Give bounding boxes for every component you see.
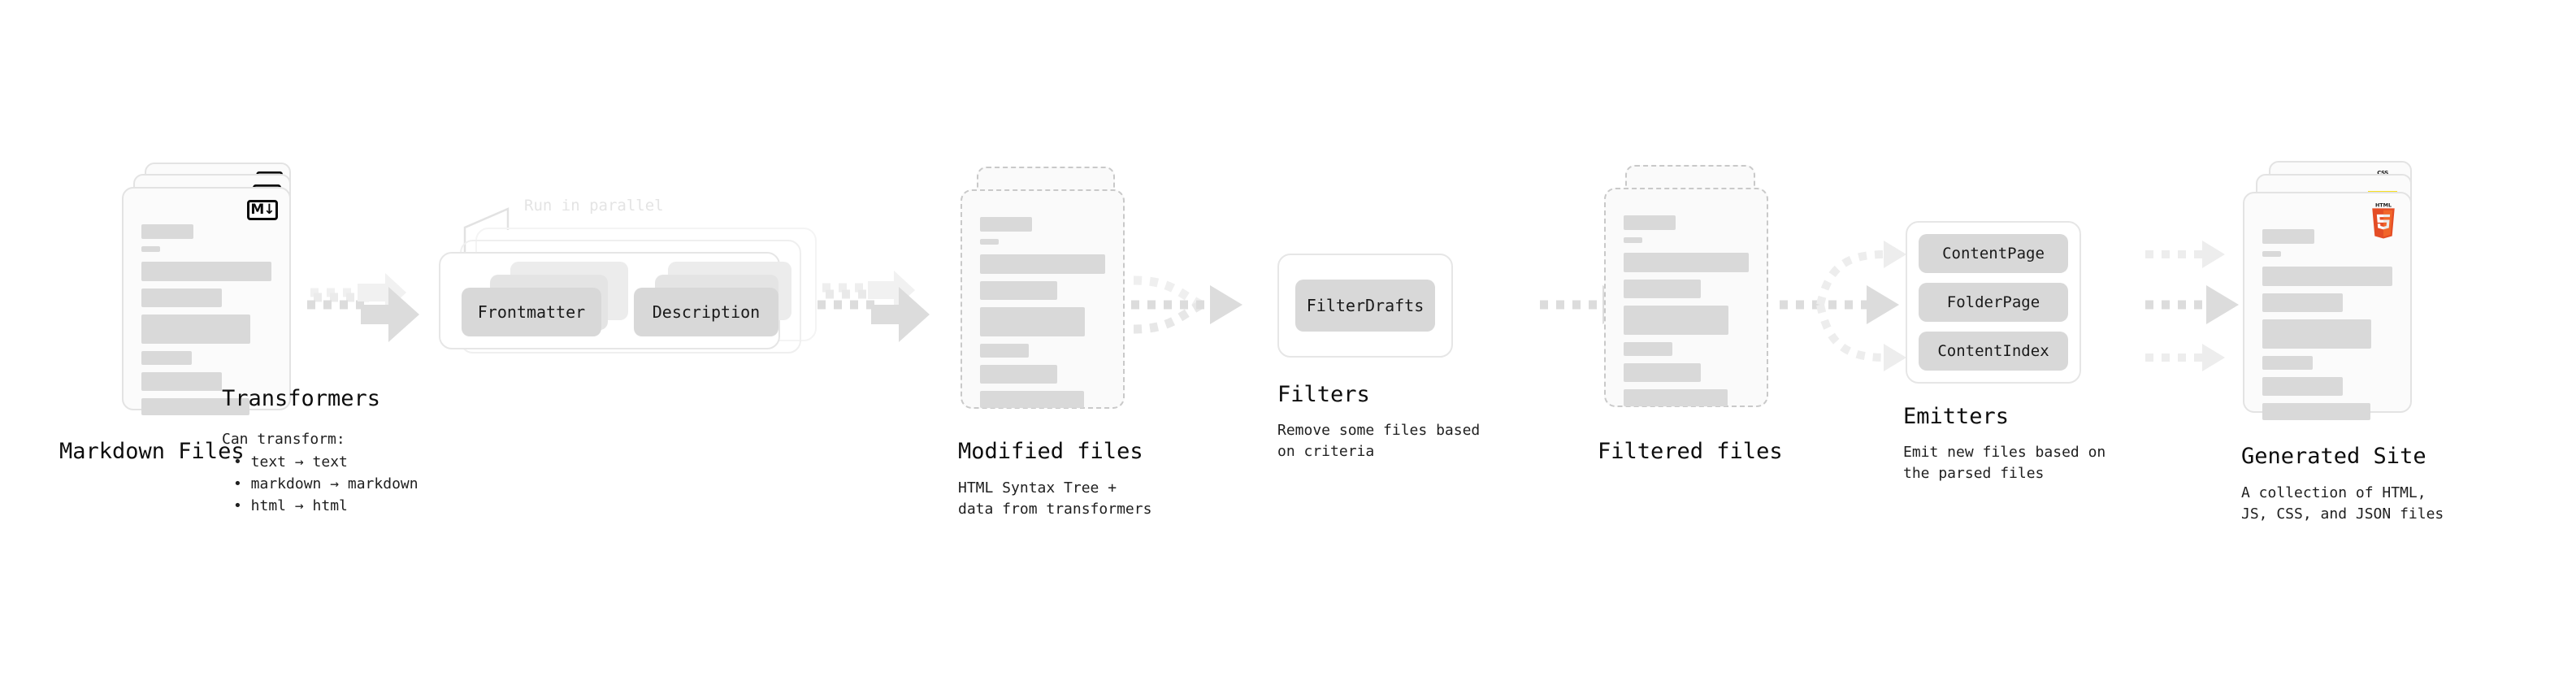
filters-subtitle: Remove some files based on criteria [1277,422,1481,461]
frontmatter-chip[interactable]: Frontmatter [462,288,601,336]
contentindex-chip[interactable]: ContentIndex [1919,332,2068,371]
content-bar [2262,403,2370,420]
generated-file-content [2262,229,2392,427]
content-bar [980,254,1105,274]
connector-modified-to-filters [1131,275,1242,334]
filtered-file-front [1604,188,1768,407]
content-bar [141,288,223,307]
content-bar [1624,389,1728,406]
content-bar [1624,342,1673,356]
stage-title-filters: Filters [1277,382,1370,407]
generated-site-stack: CSS HTML [2243,161,2430,421]
stage-title-modified-files: Modified files [958,439,1143,464]
content-bar [2262,293,2344,312]
content-bar [1624,280,1702,298]
content-bar [980,344,1030,358]
transformers-subtitle: Can transform: [222,431,345,448]
contentpage-chip[interactable]: ContentPage [1919,234,2068,273]
content-bar [141,262,271,281]
stage-title-emitters: Emitters [1903,404,2010,429]
content-bar [141,351,193,365]
content-bar [980,239,999,245]
filtered-file-content [1624,215,1749,414]
content-bar [980,391,1084,408]
filtered-file-stack [1604,165,1783,417]
transformers-bullet-1: • markdown → markdown [233,475,418,492]
markdown-badge: M↓ [247,200,278,220]
stage-title-transformers: Transformers [222,386,381,411]
content-bar [141,314,251,344]
stage-title-filtered-files: Filtered files [1598,439,1783,464]
stage-title-generated-site: Generated Site [2241,444,2426,469]
run-in-parallel-label: Run in parallel [524,197,664,215]
content-bar [2262,229,2314,244]
content-bar [2262,267,2392,286]
content-bar [2262,251,2281,257]
content-bar [141,398,249,415]
modified-file-stack [961,167,1139,419]
stage-generated-site: CSS HTML [2241,161,2444,523]
content-bar [1624,215,1676,230]
markdown-file-content [141,224,271,423]
html5-badge: HTML [2368,202,2399,239]
connector-filtered-to-emitters [1780,241,1906,371]
markdown-file-front: M↓ [122,187,291,415]
generated-file-html: HTML [2243,192,2412,420]
content-bar [1624,306,1729,335]
stage-title-markdown-files: Markdown Files [59,439,245,464]
markdown-file-stack: M↓ M↓ M↓ [122,163,301,415]
content-bar [2262,319,2372,349]
css3-label: CSS [2377,170,2388,176]
connector-md-to-transformers [307,273,419,342]
content-bar [141,224,193,239]
modified-files-subtitle: HTML Syntax Tree + data from transformer… [958,479,1152,518]
filterdrafts-chip[interactable]: FilterDrafts [1295,280,1435,332]
html5-icon: HTML [2372,202,2395,239]
content-bar [141,372,223,391]
stage-modified-files: Modified files HTML Syntax Tree + data f… [958,167,1151,518]
emitters-subtitle: Emit new files based on the parsed files [1903,444,2106,483]
content-bar [2262,356,2314,370]
content-bar [1624,253,1749,272]
description-chip[interactable]: Description [634,288,778,336]
content-bar [1624,363,1702,382]
content-bar [980,217,1032,232]
stage-markdown-files: M↓ M↓ M↓ Markdown Files [59,163,301,464]
modified-file-content [980,217,1105,415]
transformers-bullet-0: • text → text [233,453,348,471]
content-bar [2262,377,2344,396]
folderpage-chip[interactable]: FolderPage [1919,283,2068,322]
svg-text:HTML: HTML [2375,203,2392,208]
modified-file-front [961,189,1125,409]
transformers-bullet-2: • html → html [233,497,348,514]
content-bar [980,307,1086,336]
content-bar [1624,237,1642,243]
content-bar [980,365,1058,384]
content-bar [980,281,1058,300]
generated-site-subtitle: A collection of HTML, JS, CSS, and JSON … [2241,484,2444,523]
stage-filtered-files: Filtered files [1598,165,1783,464]
connector-emitters-to-site [2145,241,2239,371]
connector-transformers-to-modified [817,271,930,342]
content-bar [141,246,160,252]
